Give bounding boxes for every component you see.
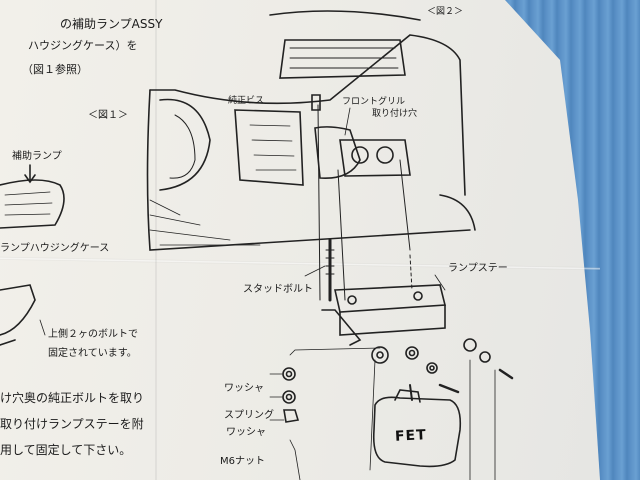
body-line-2: 取り付けランプステーを附: [0, 417, 144, 431]
fig1-housing-outline: [0, 284, 36, 336]
fixed-line-1: 上側２ヶのボルトで: [48, 329, 138, 340]
car-bumper-outline: [146, 89, 471, 251]
fig2-label: ＜図２＞: [427, 7, 464, 17]
lamp-stay-bracket: [334, 284, 447, 313]
header-line-1: の補助ランプASSY: [60, 17, 163, 31]
body-line-1: け穴奥の純正ボルトを取り: [0, 391, 145, 405]
hojo-lamp-label: 補助ランプ: [12, 151, 62, 162]
washer-label: ワッシャ: [224, 383, 264, 394]
spring-washer-label-1: スプリング: [224, 410, 274, 421]
m6-nut-icon: [283, 409, 300, 423]
spring-washer-label-2: ワッシャ: [226, 427, 266, 438]
fet-lamp-housing: [372, 396, 462, 468]
mount-hole-label: 取り付け穴: [372, 109, 418, 119]
body-line-3: 用して固定して下さい。: [0, 443, 132, 457]
front-grille-label: フロントグリル: [342, 97, 406, 107]
paper-fold-vertical: [155, 0, 157, 480]
washer-1: [371, 346, 389, 364]
jun-bis-label: 純正ビス: [228, 96, 265, 106]
fig1-lamp-outline: [0, 179, 65, 229]
fixed-line-2: 固定されています。: [48, 348, 137, 359]
m6-nut-label: M6ナット: [220, 456, 265, 467]
lamp-housing-case-label: ランプハウジングケース: [0, 243, 110, 254]
headlight-outline: [279, 39, 406, 79]
lamp-stay-label: ランプステー: [448, 263, 508, 274]
spring-washer-icon: [282, 390, 296, 404]
front-grille-hole: [339, 139, 411, 177]
fet-logo: FET: [394, 427, 428, 445]
screw-icon: [311, 94, 321, 111]
stud-bolt-label: スタッドボルト: [243, 284, 313, 295]
header-line-3: （図１参照）: [22, 63, 88, 76]
washer-icon: [282, 367, 296, 381]
fig1-label: ＜図１＞: [88, 110, 128, 121]
header-line-2: ハウジングケース）を: [28, 39, 138, 52]
